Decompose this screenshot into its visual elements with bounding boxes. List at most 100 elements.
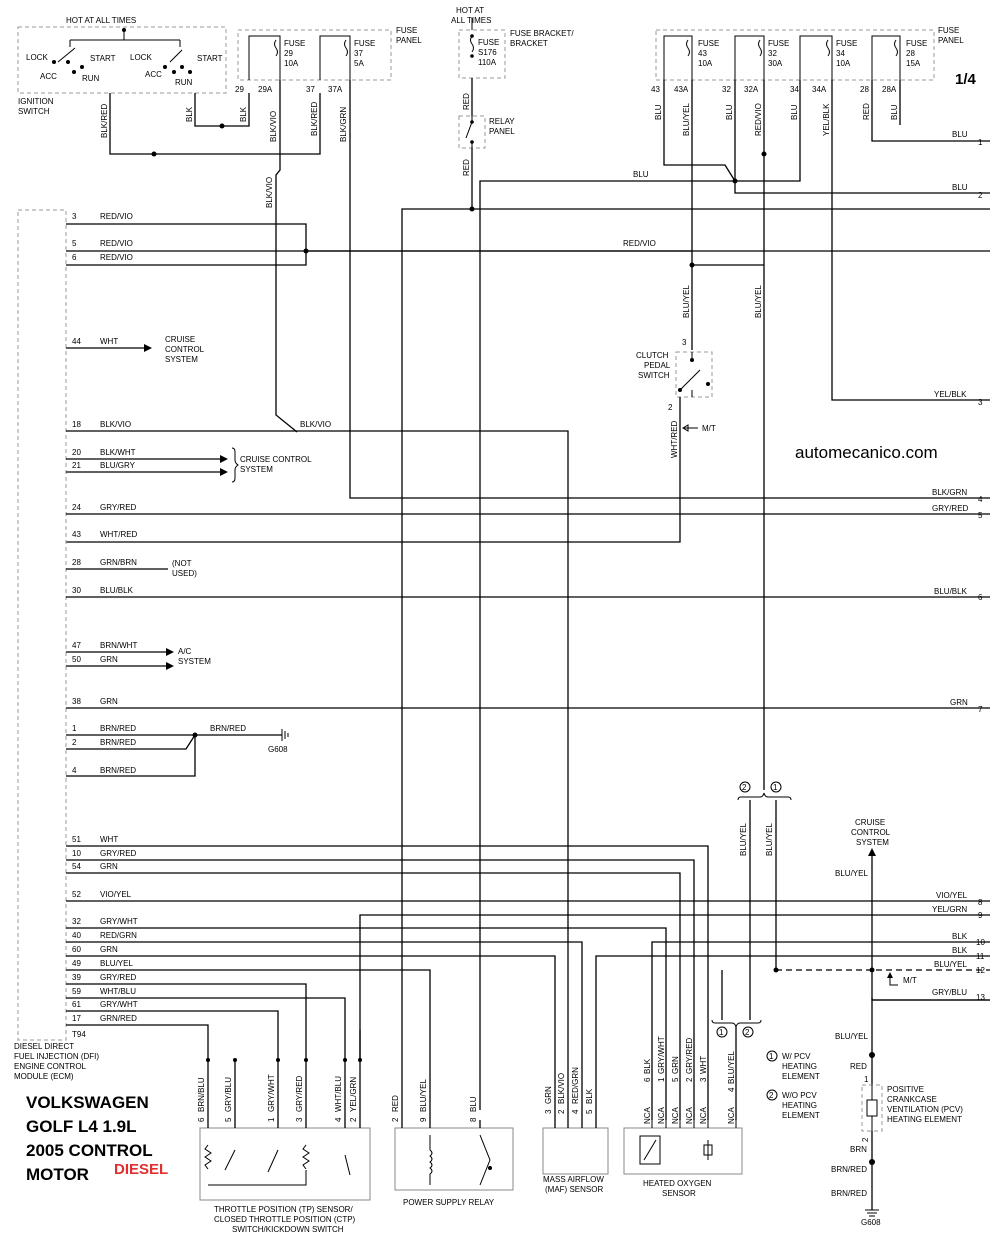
ecm-connector-id: T94 bbox=[72, 1030, 86, 1039]
ecm-wire-2: BRN/RED bbox=[100, 738, 136, 747]
clutch-name-1: CLUTCH bbox=[636, 351, 669, 360]
ecm-pin-10: 10 bbox=[72, 849, 81, 858]
ecm-name-1: DIESEL DIRECT bbox=[14, 1042, 74, 1051]
ecm-pin-60: 60 bbox=[72, 945, 81, 954]
wire-f32a-redvio: RED/VIO bbox=[754, 103, 763, 136]
wire-ign-blkred: BLK/RED bbox=[100, 104, 109, 138]
relay-panel-name-1: RELAY bbox=[489, 117, 515, 126]
tp-wire-3: GRY/RED bbox=[295, 1075, 304, 1112]
fuse43-l1: FUSE bbox=[698, 39, 719, 48]
o2-pin-5: 5 bbox=[671, 1077, 680, 1082]
ign-right-start: START bbox=[197, 54, 223, 63]
edge-5-num: 5 bbox=[978, 511, 983, 520]
edge-12-wire: BLU/YEL bbox=[934, 960, 967, 969]
fuse-panel-left-name-1: FUSE bbox=[396, 26, 417, 35]
splice-top-2: 2 bbox=[742, 783, 747, 792]
fuse34-l1: FUSE bbox=[836, 39, 857, 48]
ecm-pin-52: 52 bbox=[72, 890, 81, 899]
maf-wire-3: GRN bbox=[544, 1086, 553, 1104]
splice-top-1: 1 bbox=[773, 783, 778, 792]
tp-pin-4: 4 bbox=[334, 1117, 343, 1122]
ecm-wire-52: VIO/YEL bbox=[100, 890, 132, 899]
clutch-pin-bottom: 2 bbox=[668, 403, 673, 412]
o2-nca-3: NCA bbox=[699, 1106, 708, 1124]
ecm-pin-43: 43 bbox=[72, 530, 81, 539]
tp-pin-6: 6 bbox=[197, 1117, 206, 1122]
edge-8-num: 8 bbox=[978, 898, 983, 907]
edge-5-wire: GRY/RED bbox=[932, 504, 969, 513]
tp-pin-2: 2 bbox=[349, 1117, 358, 1122]
heated-o2-sensor: NCA NCA NCA NCA NCA NCA 6 BLK 1 GRY/WHT … bbox=[623, 1036, 743, 1198]
tp-name-1: THROTTLE POSITION (TP) SENSOR/ bbox=[214, 1205, 353, 1214]
wire-f29-blkvio: BLK/VIO bbox=[269, 111, 278, 142]
cruise3-l1: CRUISE bbox=[855, 818, 885, 827]
note-1-l2: HEATING bbox=[782, 1062, 817, 1071]
page-number: 1/4 bbox=[955, 71, 977, 88]
pcv-wire-top: BLU/YEL bbox=[835, 1032, 868, 1041]
ecm-wire-50: GRN bbox=[100, 655, 118, 664]
ecm-pin-32: 32 bbox=[72, 917, 81, 926]
edge-8-wire: VIO/YEL bbox=[936, 891, 968, 900]
relay-pin-2: 2 bbox=[391, 1117, 400, 1122]
note-1-l3: ELEMENT bbox=[782, 1072, 820, 1081]
fuse28-out: 28A bbox=[882, 85, 897, 94]
ecm-wire-59: WHT/BLU bbox=[100, 987, 136, 996]
ign-left-start: START bbox=[90, 54, 116, 63]
ecm-name-4: MODULE (ECM) bbox=[14, 1072, 74, 1081]
ecm-pin-18: 18 bbox=[72, 420, 81, 429]
o2-nca-1: NCA bbox=[657, 1106, 666, 1124]
ecm-name-3: ENGINE CONTROL bbox=[14, 1062, 87, 1071]
ecm-wire-3: RED/VIO bbox=[100, 212, 133, 221]
fuse-s176-l3: 110A bbox=[478, 58, 497, 67]
ac-l1: A/C bbox=[178, 647, 192, 656]
tp-name-2: CLOSED THROTTLE POSITION (CTP) bbox=[214, 1215, 356, 1224]
fuse37-l2: 37 bbox=[354, 49, 363, 58]
ecm-wire-18: BLK/VIO bbox=[100, 420, 131, 429]
fuse-s176-l1: FUSE bbox=[478, 38, 499, 47]
bracket-name-1: FUSE BRACKET/ bbox=[510, 29, 574, 38]
ecm-wire-5: RED/VIO bbox=[100, 239, 133, 248]
o2-nca-4: NCA bbox=[727, 1106, 736, 1124]
ecm-pin-59: 59 bbox=[72, 987, 81, 996]
ecm-pin-5: 5 bbox=[72, 239, 77, 248]
ecm-pin-4: 4 bbox=[72, 766, 77, 775]
title-line-4: MOTOR bbox=[26, 1165, 89, 1184]
ecm-wires bbox=[66, 344, 990, 1120]
ground-g608-left: G608 bbox=[268, 745, 288, 754]
fuse29-l2: 29 bbox=[284, 49, 293, 58]
wire-f43-blu: BLU bbox=[654, 104, 663, 120]
fuse28-in: 28 bbox=[860, 85, 869, 94]
splice-bottom-1: 1 bbox=[719, 1028, 724, 1037]
maf-sensor: 3 GRN 2 BLK/VIO 4 RED/GRN 5 BLK MASS AIR… bbox=[542, 1067, 609, 1194]
ecm-pin-47: 47 bbox=[72, 641, 81, 650]
bracket-name-2: BRACKET bbox=[510, 39, 548, 48]
bracket-hot-2: ALL TIMES bbox=[451, 16, 491, 25]
ecm-pin-2: 2 bbox=[72, 738, 77, 747]
wire-f43a-bluyel: BLU/YEL bbox=[682, 103, 691, 136]
fuse43-l2: 43 bbox=[698, 49, 707, 58]
relay-pin-8: 8 bbox=[469, 1117, 478, 1122]
fuse43-in: 43 bbox=[651, 85, 660, 94]
o2-pin-2: 2 bbox=[685, 1077, 694, 1082]
edge-4-num: 4 bbox=[978, 495, 983, 504]
o2-wire-3: WHT bbox=[699, 1056, 708, 1074]
fuse32-l2: 32 bbox=[768, 49, 777, 58]
maf-wire-4: RED/GRN bbox=[571, 1067, 580, 1104]
pcv-name-4: HEATING ELEMENT bbox=[887, 1115, 962, 1124]
o2-wire-4: BLU/YEL bbox=[727, 1051, 736, 1084]
relay-panel-name-2: PANEL bbox=[489, 127, 515, 136]
edge-4-wire: BLK/GRN bbox=[932, 488, 967, 497]
title-line-2: GOLF L4 1.9L bbox=[26, 1117, 137, 1136]
edge-6-wire: BLU/BLK bbox=[934, 587, 968, 596]
clutch-pin-top: 3 bbox=[682, 338, 687, 347]
edge-10-wire: BLK bbox=[952, 932, 968, 941]
ign-right-acc: ACC bbox=[145, 70, 162, 79]
label-brnred-g: BRN/RED bbox=[210, 724, 246, 733]
not-used-l2: USED) bbox=[172, 569, 197, 578]
relay-wire-2: RED bbox=[391, 1095, 400, 1112]
ecm-wire-61: GRY/WHT bbox=[100, 1000, 138, 1009]
pcv-name-2: CRANKCASE bbox=[887, 1095, 937, 1104]
pcv-ground: G608 bbox=[861, 1218, 881, 1227]
